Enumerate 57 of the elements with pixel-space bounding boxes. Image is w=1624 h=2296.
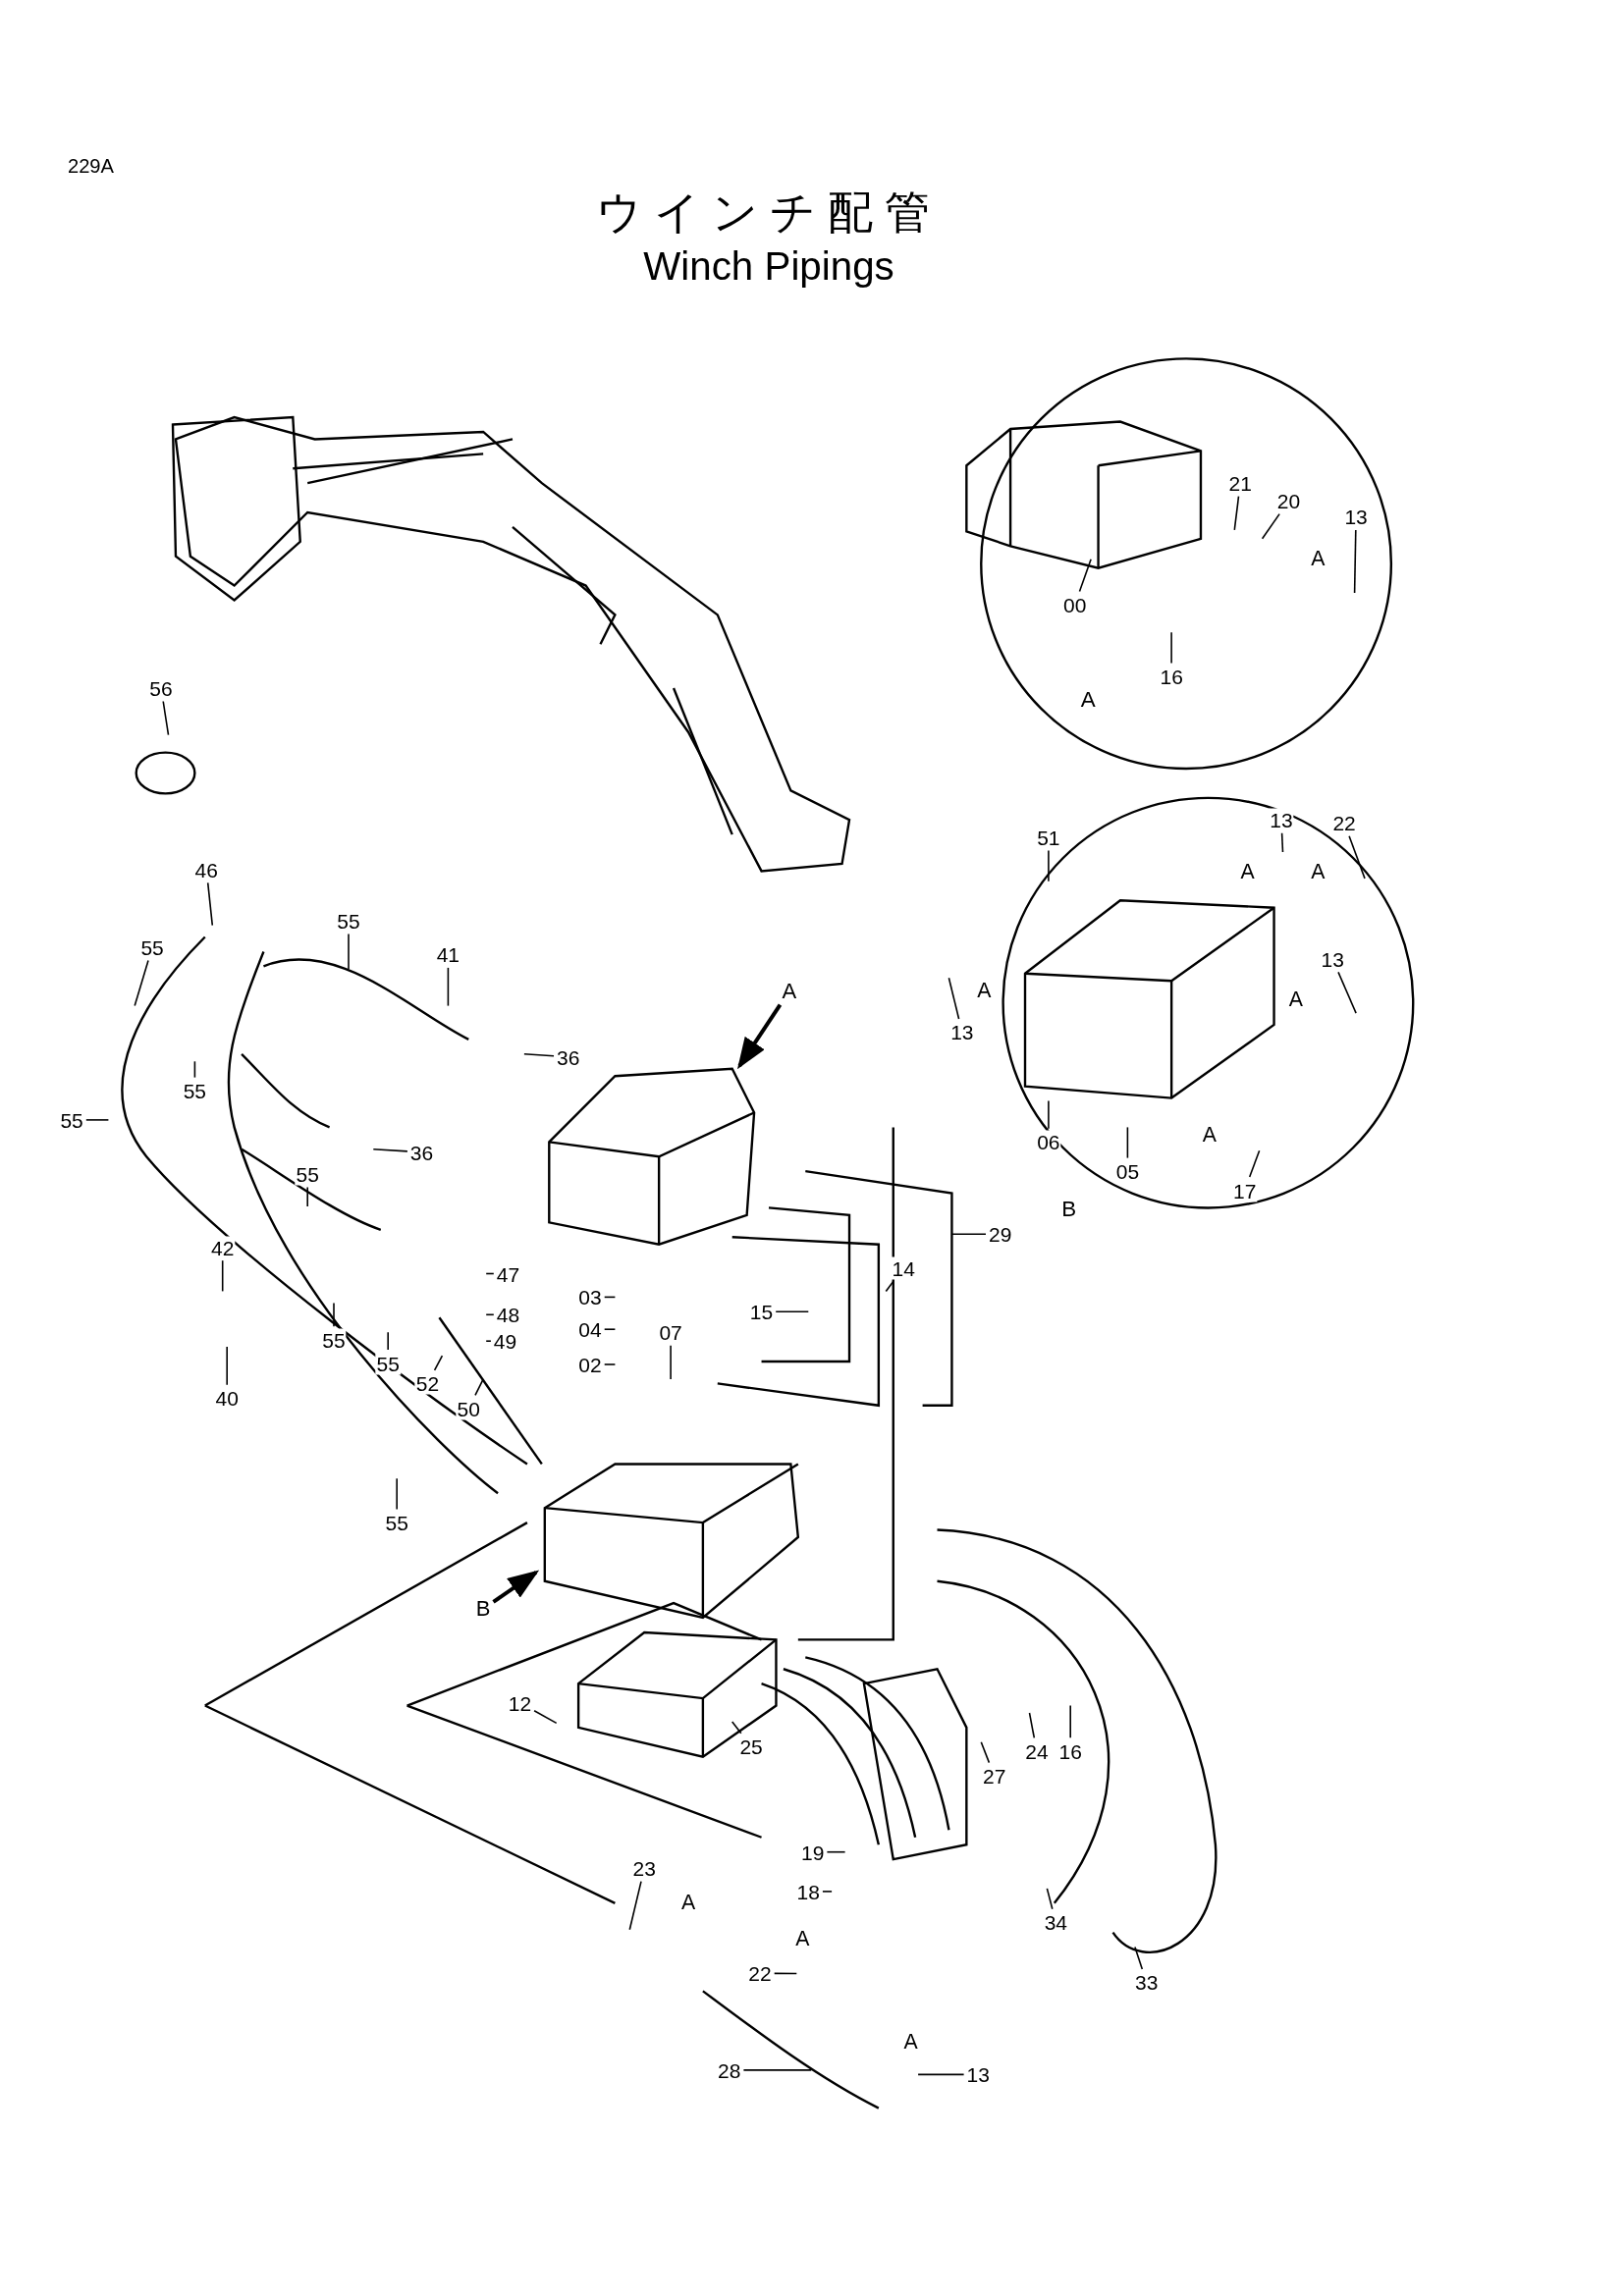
leader-line xyxy=(628,1880,642,1931)
leader-line xyxy=(85,1119,110,1121)
leader-line xyxy=(485,1272,495,1275)
callout-number: 55 xyxy=(375,1352,401,1374)
leader-line xyxy=(1170,631,1172,665)
leader-line xyxy=(603,1363,617,1365)
leader-line xyxy=(917,2073,965,2076)
leader-line xyxy=(1353,529,1357,594)
leader-line xyxy=(206,881,214,927)
leader-line xyxy=(1069,1704,1071,1739)
leader-line xyxy=(396,1477,398,1511)
leader-line xyxy=(603,1296,617,1299)
leader-line xyxy=(485,1313,495,1316)
leader-line xyxy=(372,1148,408,1152)
leader-line xyxy=(950,1233,987,1236)
leader-line xyxy=(533,1710,558,1725)
leader-line xyxy=(433,1355,444,1371)
leader-line xyxy=(134,959,149,1007)
leader-line xyxy=(1028,1712,1036,1739)
leader-line xyxy=(1078,558,1092,593)
leader-line xyxy=(1261,512,1280,540)
leader-line xyxy=(742,2069,813,2071)
leader-line xyxy=(1134,1946,1144,1970)
leader-line xyxy=(1048,1099,1050,1130)
leader-line xyxy=(221,1259,224,1293)
leader-line xyxy=(1126,1126,1129,1159)
leader-line xyxy=(162,700,170,736)
leader-line xyxy=(387,1331,389,1351)
callout-number: 14 xyxy=(891,1256,916,1280)
leader-line xyxy=(1233,495,1240,531)
leader-line xyxy=(348,933,350,971)
leader-line xyxy=(1048,849,1050,882)
leader-line xyxy=(1348,834,1366,880)
leader-line xyxy=(775,1310,810,1313)
leader-line xyxy=(670,1344,672,1380)
leader-line xyxy=(773,1972,798,1975)
leader-line xyxy=(485,1340,492,1342)
leader-line xyxy=(885,1280,894,1293)
leader-line xyxy=(1248,1149,1261,1178)
leader-line xyxy=(731,1721,742,1735)
leader-line xyxy=(447,967,450,1007)
leader-line xyxy=(523,1053,555,1057)
leader-line xyxy=(474,1378,484,1397)
leader-line xyxy=(603,1328,617,1330)
leader-line xyxy=(226,1346,228,1386)
leader-line xyxy=(306,1186,308,1207)
leader-line xyxy=(826,1850,846,1853)
view-arrow xyxy=(492,1570,540,1604)
leader-line xyxy=(1280,831,1284,853)
leader-line xyxy=(947,977,960,1020)
leader-line xyxy=(1046,1888,1054,1910)
leader-line xyxy=(333,1302,335,1327)
leader-line xyxy=(1337,971,1357,1014)
leader-line xyxy=(193,1060,196,1079)
leader-line xyxy=(822,1891,833,1893)
view-arrow xyxy=(737,1003,783,1070)
leader-line xyxy=(980,1741,991,1764)
